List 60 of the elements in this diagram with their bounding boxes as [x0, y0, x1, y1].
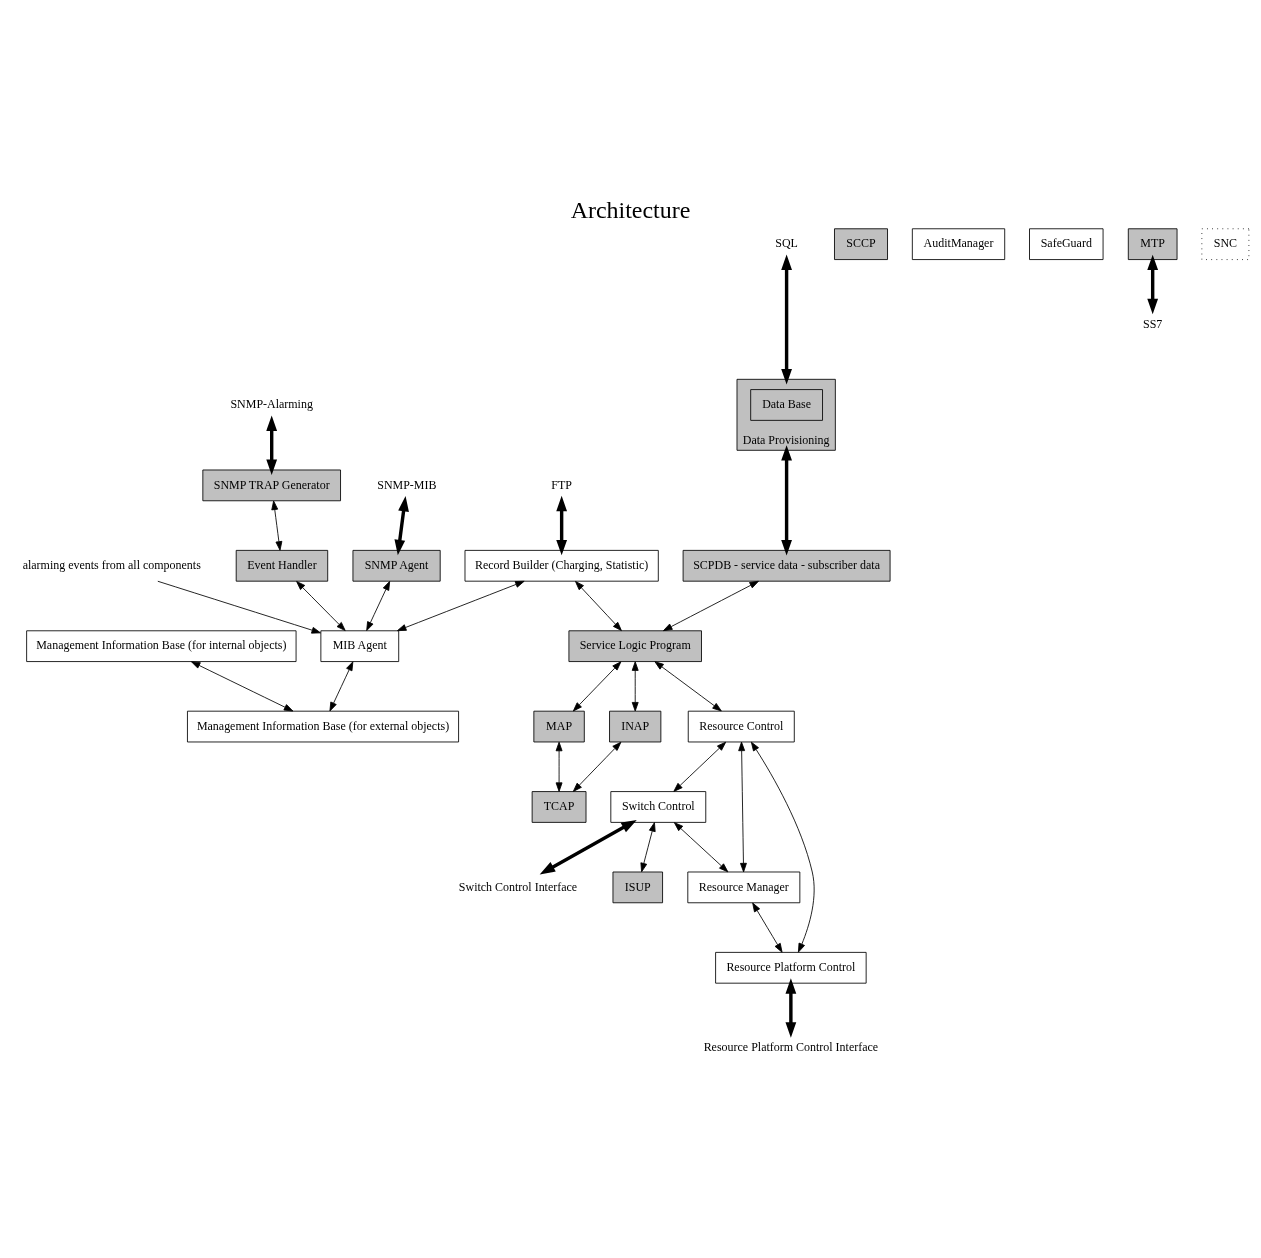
node-box: Management Information Base (for internal objects) [26, 629, 297, 662]
arrow [555, 741, 563, 792]
arrow [1147, 254, 1159, 314]
arrow [366, 580, 391, 631]
node-box: Management Information Base (for external objects) [187, 710, 459, 742]
node-text: FTP [551, 477, 572, 492]
arrow [572, 660, 622, 711]
arrow [397, 580, 525, 631]
arrow [640, 821, 656, 872]
arrow [266, 414, 278, 475]
node-box: SCPDB - service data - subscriber data [682, 549, 891, 582]
node-text: SQL [775, 235, 798, 250]
node-box: SNMP TRAP Generator [202, 469, 341, 501]
arrow [752, 902, 783, 953]
node-box: Data Base [750, 388, 823, 421]
node-box: Resource Control [687, 710, 795, 742]
node-box: Record Builder (Charging, Statistic) [464, 549, 659, 582]
node-box: MIB Agent [320, 629, 400, 662]
node-box: Service Logic Program [568, 629, 702, 662]
node-box: Switch Control [610, 790, 707, 823]
node-text: Switch Control Interface [458, 879, 578, 894]
arrow [654, 660, 722, 711]
arrow [781, 254, 792, 384]
arrow [750, 741, 815, 953]
node-box: TCAP [531, 790, 587, 823]
arrow [394, 495, 409, 555]
arrow [296, 580, 346, 631]
node-box: SNC [1201, 227, 1250, 260]
node-text: SNMP-MIB [377, 477, 437, 492]
node-box: MTP [1127, 227, 1178, 260]
arrow [673, 741, 727, 792]
node-text: SNMP-Alarming [230, 396, 313, 411]
node-box: Resource Manager [687, 871, 801, 903]
arrow [539, 819, 637, 874]
arrow [556, 495, 568, 555]
arrow [271, 500, 283, 551]
node-box: ISUP [612, 871, 663, 903]
arrow [190, 660, 294, 711]
arrow [329, 660, 354, 711]
node-box: SNMP Agent [352, 549, 441, 582]
node-text: alarming events from all components [22, 557, 201, 572]
node-box: Event Handler [235, 549, 329, 582]
arrow [631, 660, 639, 711]
node-box: Resource Platform Control [715, 951, 867, 984]
arrow [575, 580, 622, 631]
arrow [673, 821, 729, 872]
node-box: AuditManager [911, 227, 1006, 260]
diagram-title: Architecture [570, 196, 691, 223]
arrow [785, 977, 797, 1038]
arrow [738, 741, 747, 872]
node-box: SCCP [834, 227, 888, 260]
node-box: MAP [533, 710, 585, 742]
arrow [157, 580, 321, 634]
arrow [781, 444, 792, 555]
arrow [572, 741, 622, 792]
node-box: SafeGuard [1029, 227, 1104, 260]
node-text: SS7 [1143, 316, 1163, 331]
node-box: INAP [609, 710, 662, 742]
node-text: Resource Platform Control Interface [703, 1039, 879, 1054]
arrow [663, 580, 759, 631]
